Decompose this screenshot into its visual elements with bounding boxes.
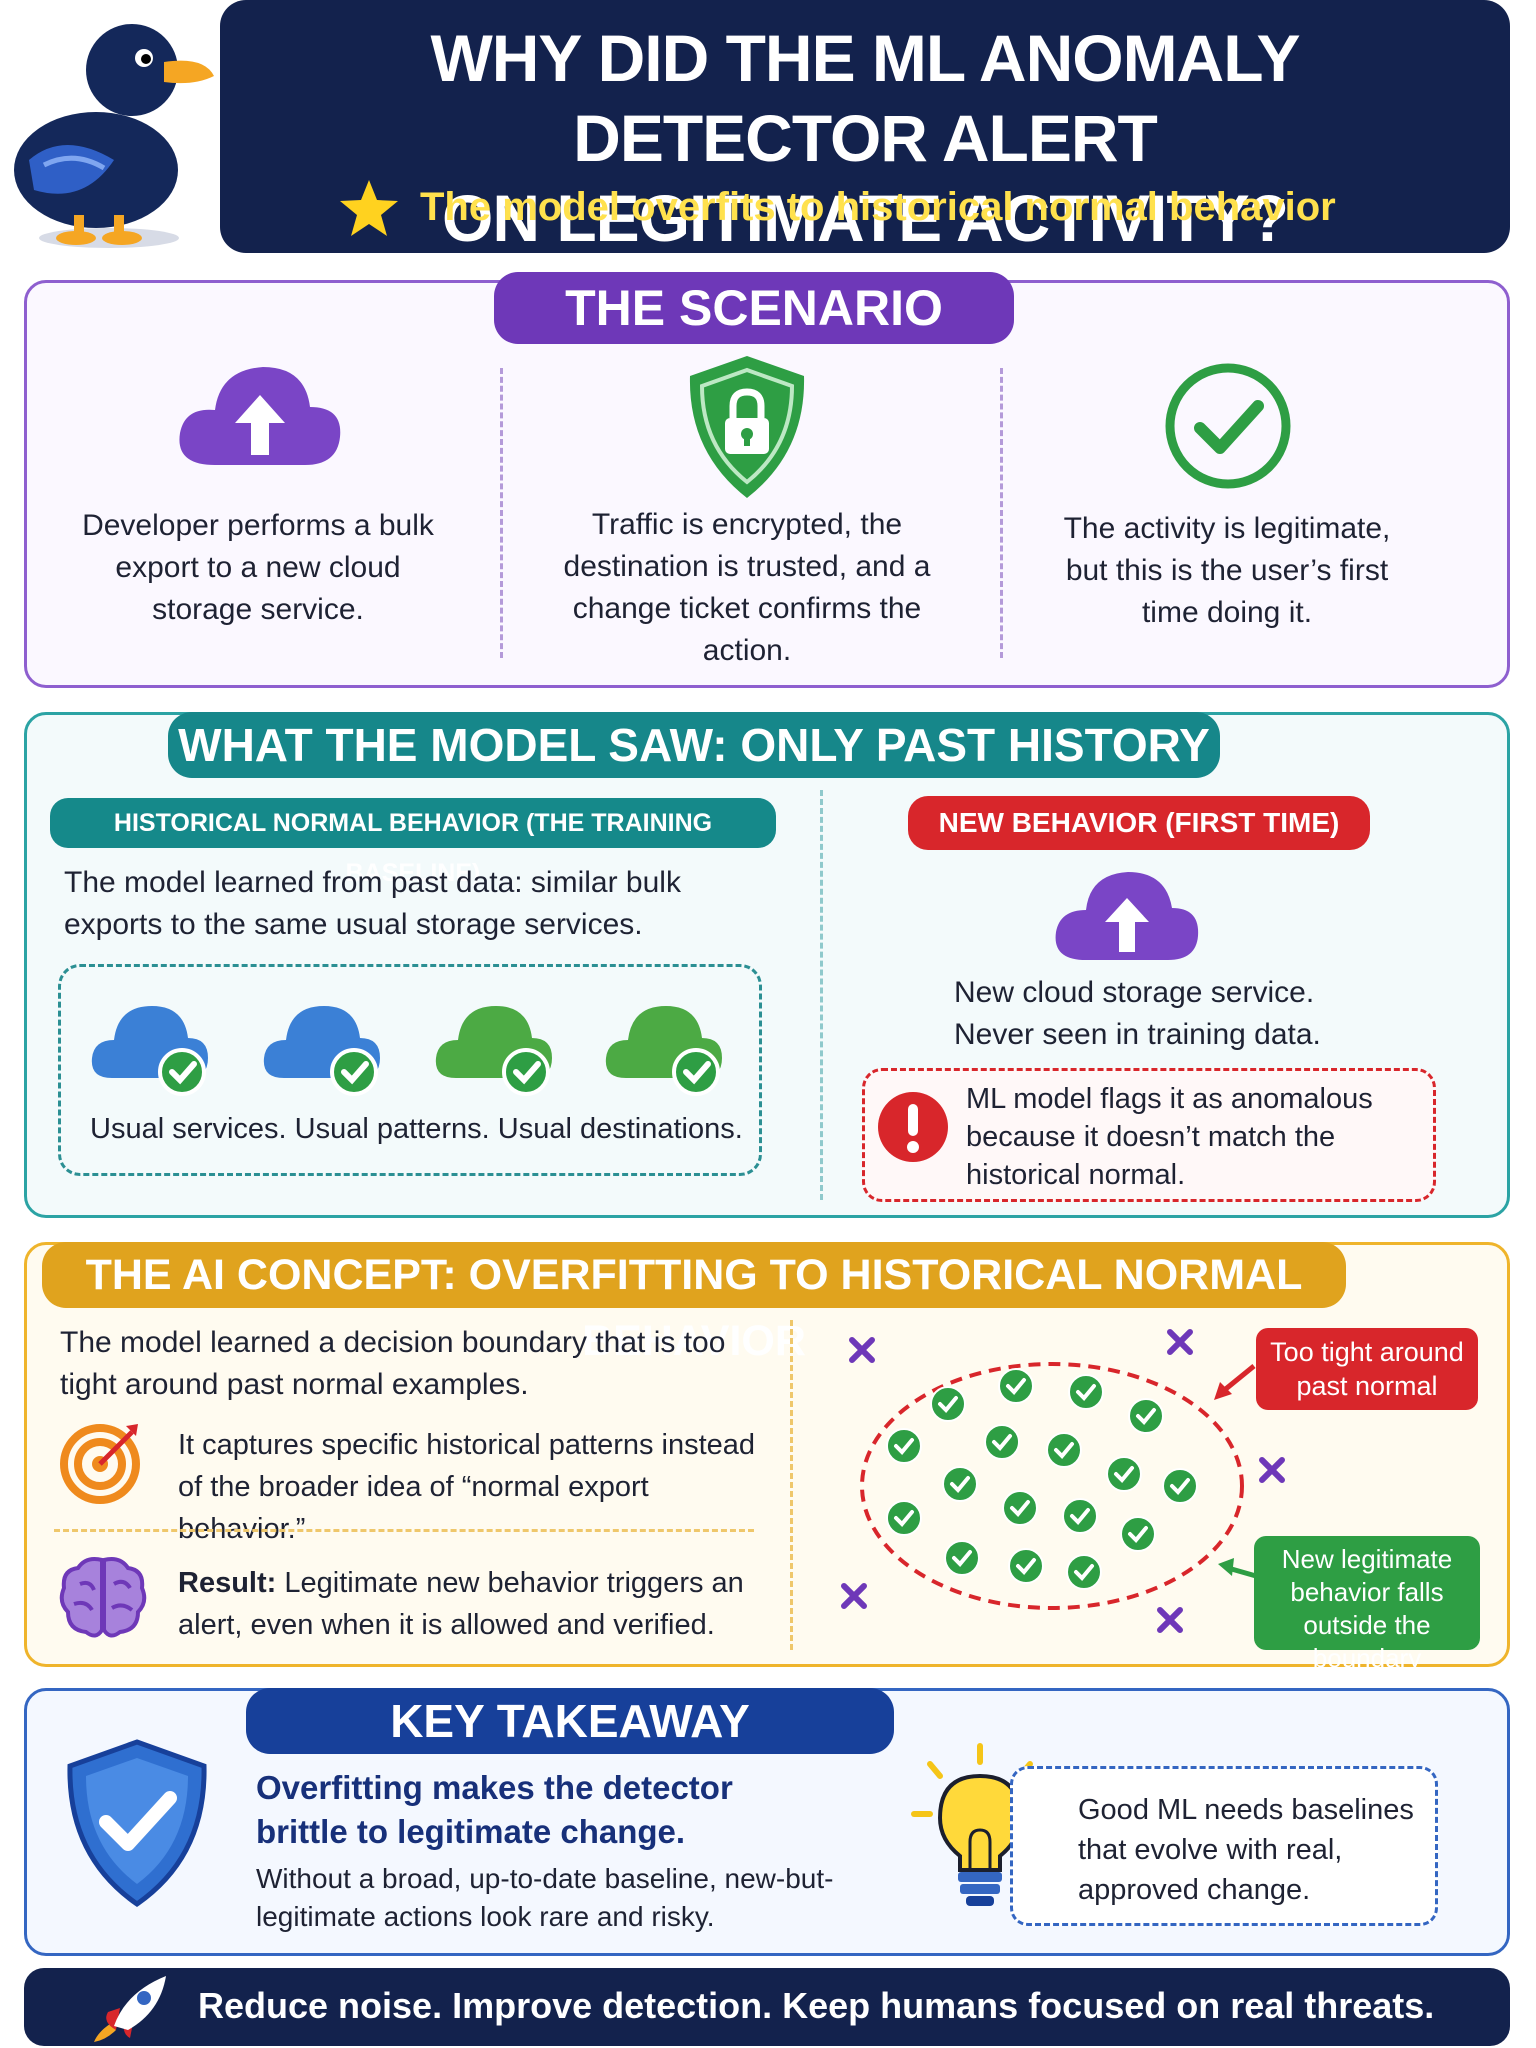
title-line-1: WHY DID THE ML ANOMALY DETECTOR ALERT bbox=[430, 21, 1300, 175]
new-behavior-label: NEW BEHAVIOR (FIRST TIME) bbox=[908, 796, 1370, 850]
cloud-blue-2-icon bbox=[263, 1006, 380, 1096]
title-line-2: ON LEGITIMATE ACTIVITY? bbox=[442, 181, 1289, 255]
rocket-icon bbox=[94, 1976, 166, 2042]
decision-boundary bbox=[860, 1362, 1244, 1610]
star-icon bbox=[340, 180, 398, 236]
normal-points bbox=[886, 1368, 1198, 1590]
divider bbox=[790, 1320, 793, 1650]
takeaway-headline: Overfitting makes the detector brittle t… bbox=[256, 1769, 733, 1850]
scenario-text-2: Traffic is encrypted, the destination is… bbox=[563, 508, 931, 667]
usual-services-caption: Usual services. Usual patterns. Usual de… bbox=[90, 1113, 743, 1145]
concept-point-1: It captures specific historical patterns… bbox=[178, 1429, 756, 1545]
decision-boundary-diagram bbox=[841, 1329, 1285, 1633]
cloud-upload-icon bbox=[179, 367, 341, 465]
cloud-green-2-icon bbox=[605, 1006, 722, 1096]
historical-label: HISTORICAL NORMAL BEHAVIOR (THE TRAINING… bbox=[50, 798, 776, 887]
concept-intro: The model learned a decision boundary th… bbox=[60, 1326, 726, 1401]
anomaly-alert-box bbox=[862, 1068, 1436, 1202]
cloud-green-1-icon bbox=[435, 1006, 552, 1096]
outlier-crosses bbox=[841, 1329, 1285, 1633]
shield-check-icon bbox=[67, 1739, 207, 1908]
header-banner bbox=[220, 0, 1510, 253]
cloud-blue-1-icon bbox=[91, 1006, 208, 1096]
normal-point-checks bbox=[894, 1378, 1190, 1581]
takeaway-text: Without a broad, up-to-date baseline, ne… bbox=[256, 1863, 834, 1932]
divider bbox=[820, 790, 823, 1200]
divider bbox=[500, 368, 503, 658]
concept-title: THE AI CONCEPT: OVERFITTING TO HISTORICA… bbox=[42, 1242, 1346, 1365]
tip-box bbox=[1010, 1766, 1438, 1926]
target-icon bbox=[60, 1424, 140, 1504]
alert-icon bbox=[878, 1092, 948, 1162]
takeaway-title: KEY TAKEAWAY bbox=[246, 1688, 894, 1754]
callout-too-tight: Too tight around past normal bbox=[1256, 1328, 1478, 1410]
concept-point-2: Legitimate new behavior triggers an aler… bbox=[178, 1567, 744, 1641]
scenario-text-1: Developer performs a bulk export to a ne… bbox=[82, 509, 434, 626]
usual-services-box bbox=[58, 964, 762, 1176]
brain-icon bbox=[59, 1557, 147, 1638]
divider bbox=[54, 1529, 754, 1532]
callout-new-legitimate: New legitimate behavior falls outside th… bbox=[1254, 1536, 1480, 1673]
scenario-section bbox=[24, 280, 1510, 688]
cloud-upload-new-icon bbox=[1055, 872, 1199, 960]
scenario-text-3: The activity is legitimate, but this is … bbox=[1063, 512, 1391, 629]
page-subtitle: The model overfits to historical normal … bbox=[420, 185, 1336, 229]
model-saw-title: WHAT THE MODEL SAW: ONLY PAST HISTORY bbox=[168, 712, 1220, 778]
footer-banner bbox=[24, 1968, 1510, 2046]
page-title: WHY DID THE ML ANOMALY DETECTOR ALERT ON… bbox=[250, 18, 1480, 258]
new-behavior-text: New cloud storage service. Never seen in… bbox=[954, 976, 1321, 1051]
footer-text: Reduce noise. Improve detection. Keep hu… bbox=[198, 1985, 1435, 2026]
scenario-title: THE SCENARIO bbox=[494, 272, 1014, 344]
tip-text: Good ML needs baselines that evolve with… bbox=[1078, 1794, 1414, 1906]
usual-clouds-group bbox=[91, 1006, 722, 1096]
duck-mascot-icon bbox=[14, 24, 214, 248]
divider bbox=[1000, 368, 1003, 658]
shield-lock-icon bbox=[689, 356, 805, 498]
result-label: Result: bbox=[178, 1567, 277, 1599]
check-circle-icon bbox=[1165, 363, 1291, 489]
historical-text: The model learned from past data: simila… bbox=[64, 866, 681, 941]
anomaly-alert-text: ML model flags it as anomalous because i… bbox=[966, 1083, 1373, 1191]
